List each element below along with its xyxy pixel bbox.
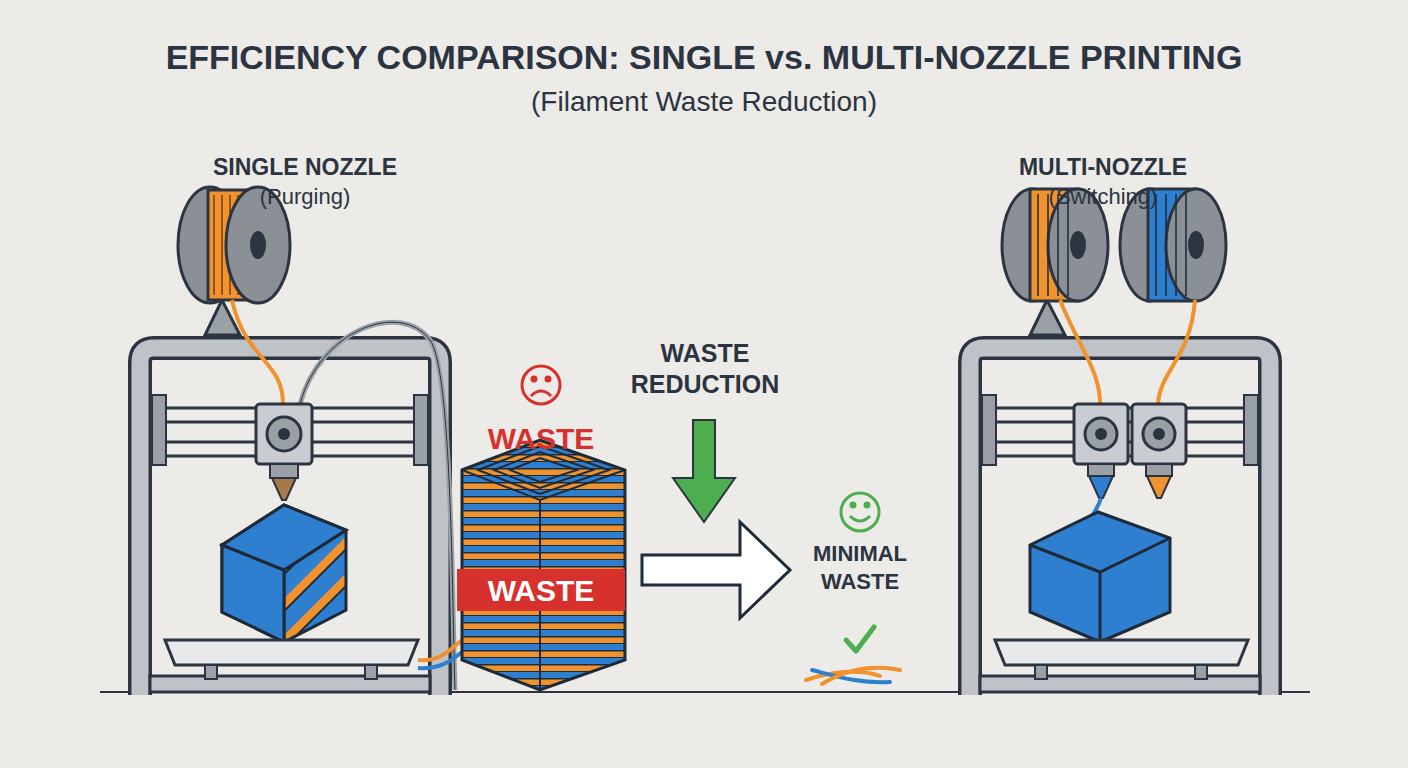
reduction-label: WASTE REDUCTION [615,338,795,401]
waste-label: WASTE [488,420,595,458]
reduction-arrow [673,420,735,522]
smiley-face [841,493,879,531]
sad-face [522,366,560,404]
minimal-waste-label: MINIMAL WASTE [795,540,925,595]
badge-text: WASTE [488,574,595,607]
printer-subheading: (Purging) [260,183,350,211]
waste-badge: WASTE [457,569,625,611]
single-nozzle-printer [140,187,462,695]
printer-heading: SINGLE NOZZLE [213,153,397,182]
waste-stack [462,440,625,690]
multi-nozzle-printer [970,189,1270,695]
minimal-waste-scraps [806,668,900,684]
title: EFFICIENCY COMPARISON: SINGLE vs. MULTI-… [166,36,1243,79]
printer-heading: MULTI-NOZZLE [1019,153,1187,182]
subtitle: (Filament Waste Reduction) [531,84,877,119]
comparison-arrow [642,522,790,618]
printer-subheading: (Switching) [1049,183,1158,211]
check-mark [846,627,874,651]
